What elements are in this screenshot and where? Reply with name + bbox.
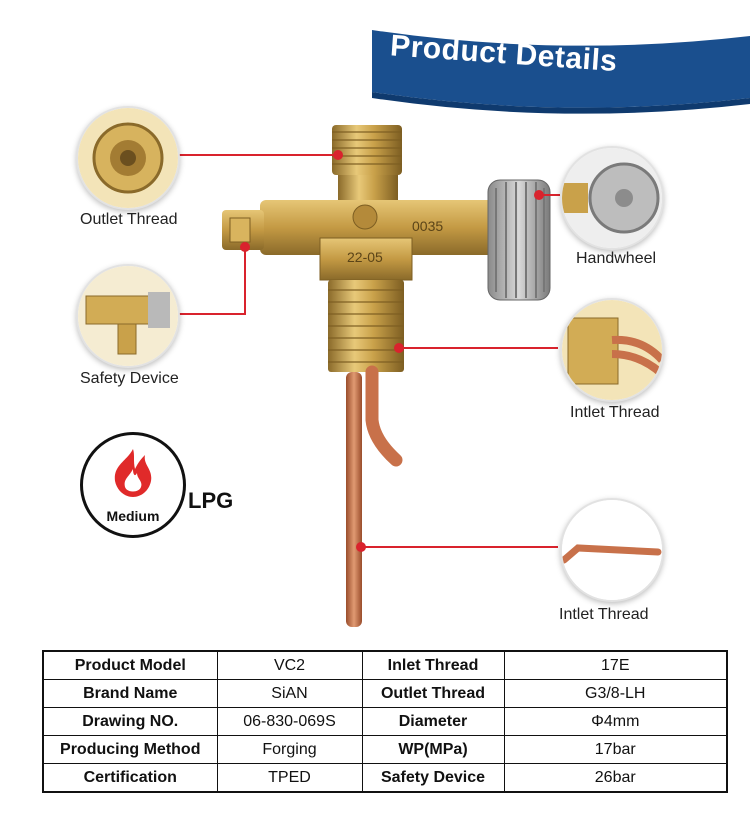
callout-line-inlet-1 [400,347,558,349]
spec-value: Φ4mm [503,707,728,736]
handwheel-icon [562,148,662,248]
spec-key: WP(MPa) [361,735,505,764]
spec-key: Diameter [361,707,505,736]
spec-value: 06-830-069S [216,707,363,736]
outlet-thread-icon [78,108,178,208]
medium-value: LPG [188,488,234,513]
spec-key: Product Model [42,650,218,680]
copper-tube-icon [562,500,662,600]
inlet-thread-icon [562,300,662,400]
spec-value: 17bar [503,735,728,764]
spec-key: Outlet Thread [361,679,505,708]
handwheel-caption: Handwheel [576,250,657,267]
handwheel-photo [560,146,664,250]
spec-key: Certification [42,763,218,793]
callout-line-handwheel [540,194,560,196]
inlet-thread-caption-1: Intlet Thread [570,404,660,421]
spec-key: Safety Device [361,763,505,793]
outlet-thread-photo [76,106,180,210]
spec-key: Drawing NO. [42,707,218,736]
spec-value: G3/8-LH [503,679,728,708]
callout-line-outlet [178,154,338,156]
spec-value: 17E [503,650,728,680]
callout-dot-outlet [333,150,343,160]
inlet-thread-photo-2 [560,498,664,602]
inlet-thread-photo-1 [560,298,664,402]
medium-label: Medium [106,508,160,524]
banner [372,30,750,114]
callout-dot-handwheel [534,190,544,200]
medium-badge [80,432,186,538]
callout-line-safety-v [244,246,246,315]
spec-key: Brand Name [42,679,218,708]
spec-value: Forging [216,735,363,764]
callout-dot-inlet-2 [356,542,366,552]
flame-icon [114,449,152,497]
safety-device-caption: Safety Device [80,370,179,387]
outlet-thread-caption: Outlet Thread [80,211,178,228]
spec-key: Inlet Thread [361,650,505,680]
spec-value: VC2 [216,650,363,680]
spec-value: 26bar [503,763,728,793]
callout-dot-safety [240,242,250,252]
safety-device-icon [78,266,178,366]
inlet-thread-caption-2: Intlet Thread [559,606,649,623]
valve-body-code: 0035 [412,218,444,234]
spec-key: Producing Method [42,735,218,764]
safety-device-photo [76,264,180,368]
valve-date-code: 22-05 [347,249,383,265]
callout-line-safety-h1 [178,313,246,315]
spec-value: SiAN [216,679,363,708]
callout-dot-inlet-1 [394,343,404,353]
valve-illustration [222,125,551,627]
callout-line-inlet-2 [362,546,558,548]
spec-value: TPED [216,763,363,793]
